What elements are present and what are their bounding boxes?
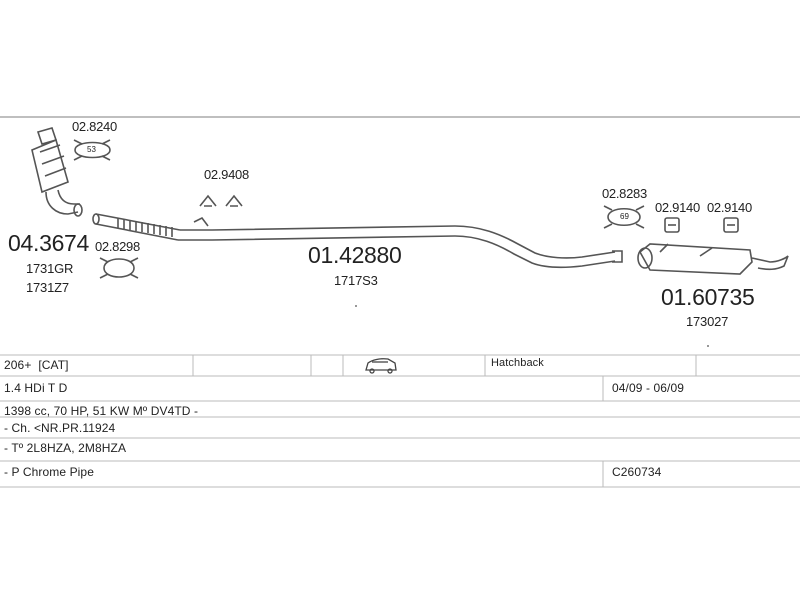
part-number-label: 02.8283 [602, 186, 647, 201]
middle-pipe [211, 225, 623, 269]
table-grid [0, 354, 800, 488]
clamp-ref-label: 69 [620, 212, 629, 221]
chassis-cell: - Ch. <NR.PR.11924 [4, 421, 116, 435]
part-number-label: 02.9140 [655, 200, 700, 215]
reference-label: 1717S3 [334, 273, 378, 288]
part-number-label: 01.60735 [661, 284, 755, 310]
reference-label: 1731Z7 [26, 280, 69, 295]
rear-silencer [637, 243, 789, 275]
engine-cell: 1.4 HDi T D [4, 381, 68, 395]
body-type-cell: Hatchback [491, 357, 544, 369]
reference-label: 1731GR [26, 261, 74, 276]
part-number-label: 04.3674 [8, 230, 90, 256]
catalytic-converter [31, 127, 83, 217]
part-number-label: 02.8298 [95, 239, 140, 254]
front-pipe [92, 213, 212, 241]
rubber-mount-9140-left-icon [664, 217, 680, 233]
reference-label: 173027 [686, 314, 729, 329]
pipe-code-cell: C260734 [612, 465, 662, 479]
years-cell: 04/09 - 06/09 [612, 381, 685, 395]
car-icon [365, 358, 397, 374]
rubber-hanger-9408-icon [199, 194, 243, 207]
type-codes-cell: - Tº 2L8HZA, 2M8HZA [4, 441, 127, 455]
model-cell: 206+ [CAT] [4, 359, 69, 371]
part-number-label: 02.9140 [707, 200, 752, 215]
clamp-ref-label: 53 [87, 145, 96, 154]
rubber-mount-9140-right-icon [723, 217, 739, 233]
model-name: 206+ [4, 358, 32, 372]
clamp-8298-icon [99, 257, 139, 279]
part-number-label: 02.9408 [204, 167, 249, 182]
clamp-69-icon [603, 205, 645, 229]
part-number-label: 01.42880 [308, 242, 402, 268]
model-tag: [CAT] [38, 358, 69, 372]
clamp-53-icon [73, 139, 111, 161]
pipe-cell: - P Chrome Pipe [4, 465, 94, 479]
part-number-label: 02.8240 [72, 119, 117, 134]
spec-cell: 1398 cc, 70 HP, 51 KW Mº DV4TD - [4, 404, 199, 418]
